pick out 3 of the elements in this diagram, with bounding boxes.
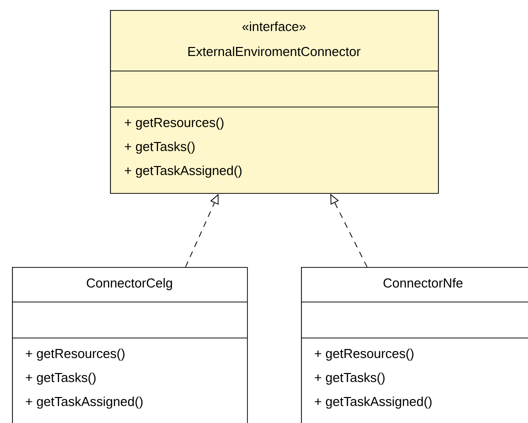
class-box: ConnectorNfe + getResources() + getTasks() + getTaskAssigned() (300, 267, 528, 423)
class-box: ConnectorCelg + getResources() + getTasks() + getTaskAssigned() (12, 267, 248, 423)
class-box: «interface» ExternalEnviromentConnector + getResources() + getTasks() + getTaskAssigned() (110, 10, 439, 194)
